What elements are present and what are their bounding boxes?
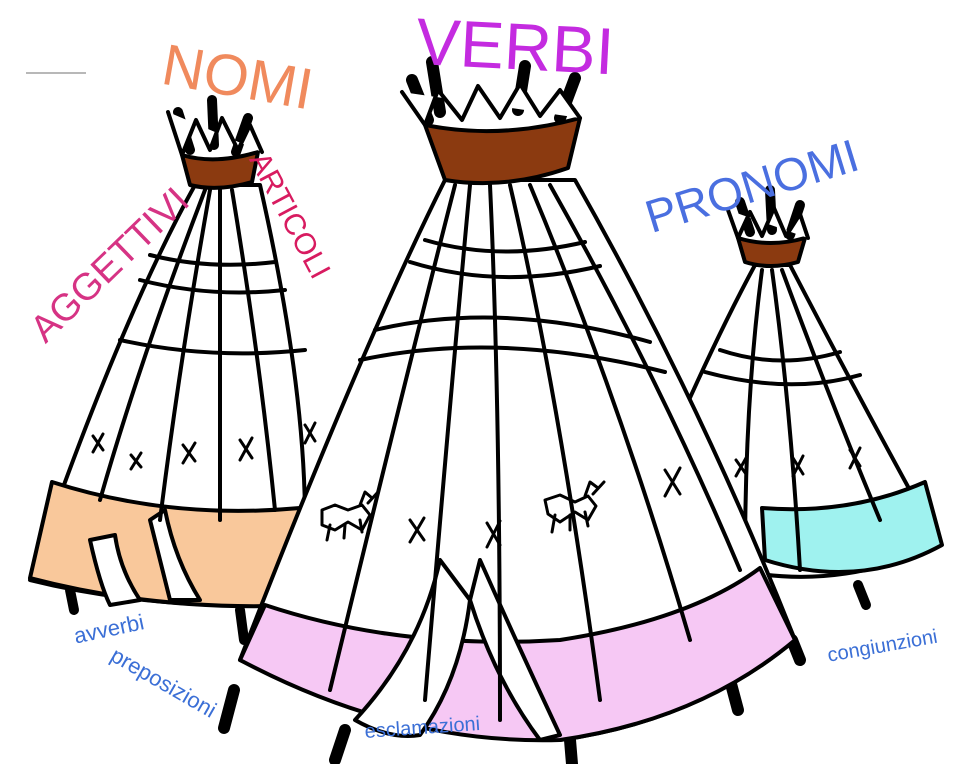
label-verbi: VERBI [415, 8, 616, 84]
top-right [738, 238, 805, 266]
top-center [425, 118, 580, 183]
